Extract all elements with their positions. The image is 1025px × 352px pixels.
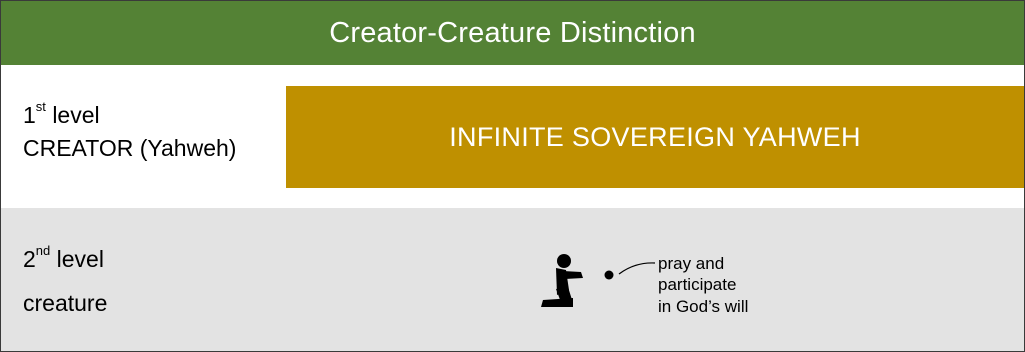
creature-level-label: 2nd level creature [23,238,107,325]
creator-level-word: level [52,102,100,128]
diagram-title: Creator-Creature Distinction [1,1,1024,65]
creator-box-text: INFINITE SOVEREIGN YAHWEH [449,121,861,152]
creature-level-ordinal: nd [35,243,51,259]
creature-level-heading: 2nd level [23,238,107,282]
creator-level-name: CREATOR (Yahweh) [23,135,237,162]
creator-box: INFINITE SOVEREIGN YAHWEH [286,86,1024,188]
prayer-caption: pray and participate in God’s will [658,254,749,316]
creator-level-heading: 1st level [23,99,236,132]
creator-level-ordinal: st [35,99,46,115]
creator-level-label: 1st level CREATOR (Yahweh) [23,99,236,166]
kneeling-praying-person-icon [541,254,656,307]
creator-level-number: 1 [23,102,36,128]
creature-level-row: 2nd level creature pray and participate … [1,208,1024,351]
diagram-title-text: Creator-Creature Distinction [329,16,696,49]
creature-level-number: 2 [23,246,36,272]
creature-level-word: level [56,246,104,272]
creator-level-row: 1st level CREATOR (Yahweh) INFINITE SOVE… [1,65,1024,208]
creature-level-name: creature [23,289,108,316]
